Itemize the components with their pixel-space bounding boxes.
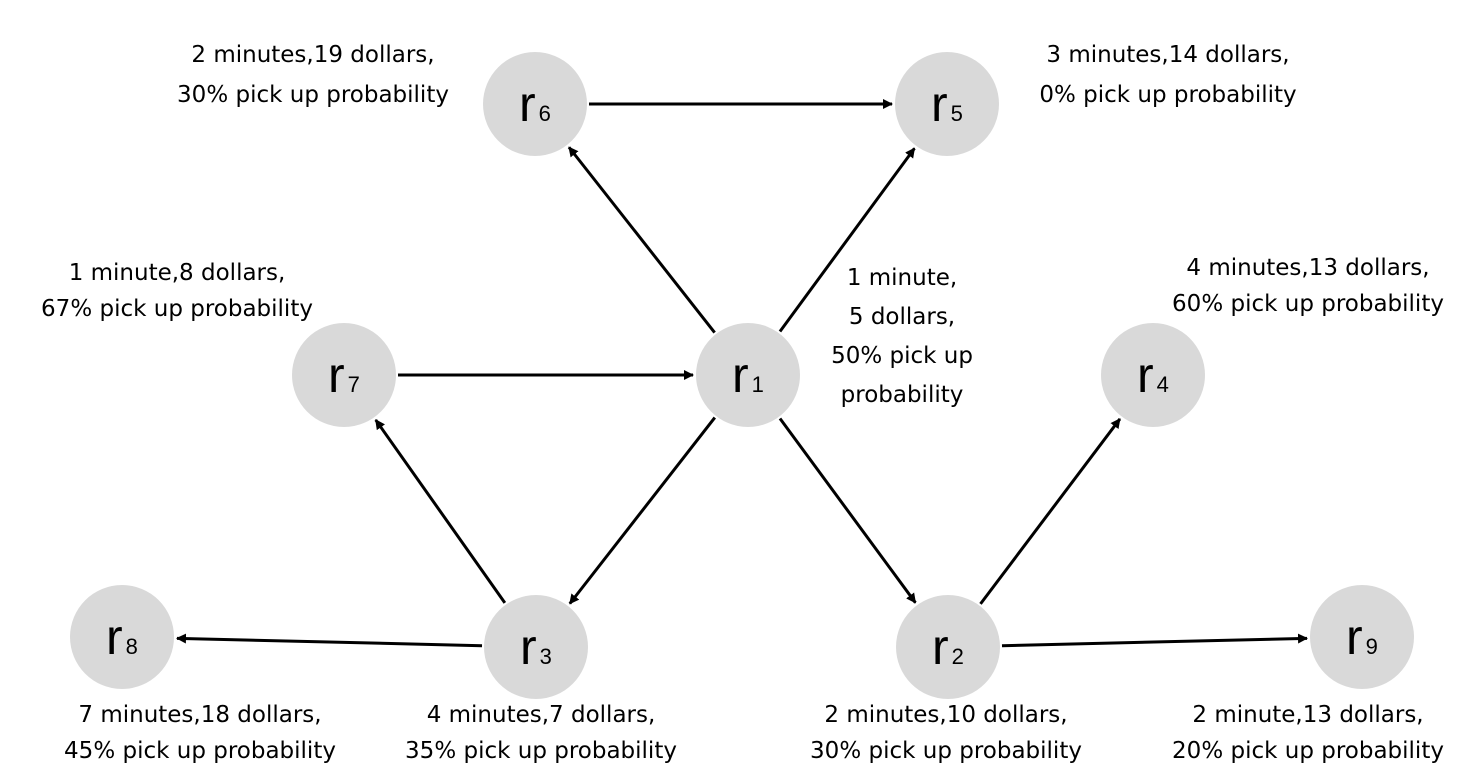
node-letter: r <box>932 619 949 675</box>
edge-r3-to-r7 <box>374 419 507 604</box>
edge-r1-to-r5 <box>778 147 916 333</box>
node-label-line: 20% pick up probability <box>1172 738 1444 764</box>
node-subscript: 3 <box>540 644 552 669</box>
node-label-line: probability <box>841 382 964 408</box>
node-label-line: 1 minute, <box>847 265 957 291</box>
node-label-line: 4 minutes,7 dollars, <box>427 702 656 728</box>
node-label-r3: 4 minutes,7 dollars, 35% pick up probabil… <box>405 702 677 764</box>
node-label-line: 60% pick up probability <box>1172 291 1444 317</box>
node-letter: r <box>328 347 345 403</box>
edge-r3-to-r8 <box>175 633 483 648</box>
node-label-line: 5 dollars, <box>849 304 955 330</box>
node-circle-r8 <box>70 585 174 689</box>
node-letter: r <box>1137 347 1154 403</box>
node-label-line: 45% pick up probability <box>64 738 336 764</box>
node-subscript: 6 <box>539 101 551 126</box>
node-circle-r2 <box>896 595 1000 699</box>
node-label-line: 7 minutes,18 dollars, <box>78 702 321 728</box>
node-label-line: 50% pick up <box>831 343 973 369</box>
node-label-line: 3 minutes,14 dollars, <box>1046 42 1289 68</box>
node-label-line: 30% pick up probability <box>810 738 1082 764</box>
node-label-line: 35% pick up probability <box>405 738 677 764</box>
edge-r1-to-r6 <box>567 146 716 334</box>
node-subscript: 7 <box>348 372 360 397</box>
node-label-line: 1 minute,8 dollars, <box>69 260 286 286</box>
node-label-line: 0% pick up probability <box>1039 82 1296 108</box>
node-circle-r3 <box>484 595 588 699</box>
edge-r1-to-r3 <box>568 416 716 605</box>
node-circle-r5 <box>895 52 999 156</box>
node-label-r5: 3 minutes,14 dollars, 0% pick up probabil… <box>1039 42 1296 108</box>
node-subscript: 5 <box>951 101 963 126</box>
node-subscript: 9 <box>1366 634 1378 659</box>
node-circle-r6 <box>483 52 587 156</box>
node-labels: 1 minute, 5 dollars, 50% pick up probabilit… <box>41 42 1444 764</box>
node-letter: r <box>519 76 536 132</box>
node-circle-r1 <box>696 323 800 427</box>
node-subscript: 1 <box>752 372 764 397</box>
node-circle-r9 <box>1310 585 1414 689</box>
node-label-r1: 1 minute, 5 dollars, 50% pick up probabilit… <box>831 265 973 408</box>
node-label-line: 2 minutes,19 dollars, <box>191 42 434 68</box>
node-letter: r <box>732 347 749 403</box>
node-subscript: 8 <box>126 634 138 659</box>
edge-r2-to-r4 <box>979 418 1122 605</box>
edge-r1-to-r2 <box>778 417 917 604</box>
edges <box>175 99 1309 648</box>
node-label-r8: 7 minutes,18 dollars, 45% pick up probabi… <box>64 702 336 764</box>
node-label-r7: 1 minute,8 dollars, 67% pick up probabili… <box>41 260 313 322</box>
node-letter: r <box>931 76 948 132</box>
node-label-r2: 2 minutes,10 dollars, 30% pick up probabi… <box>810 702 1082 764</box>
node-label-r9: 2 minute,13 dollars, 20% pick up probabil… <box>1172 702 1444 764</box>
node-letter: r <box>520 619 537 675</box>
node-circle-r4 <box>1101 323 1205 427</box>
node-letter: r <box>106 609 123 665</box>
node-subscript: 2 <box>952 644 964 669</box>
node-label-line: 30% pick up probability <box>177 82 449 108</box>
node-letter: r <box>1346 609 1363 665</box>
node-label-line: 2 minute,13 dollars, <box>1192 702 1423 728</box>
node-subscript: 4 <box>1157 372 1169 397</box>
node-label-r4: 4 minutes,13 dollars, 60% pick up probabi… <box>1172 255 1444 317</box>
node-label-r6: 2 minutes,19 dollars, 30% pick up probabi… <box>177 42 449 108</box>
node-circle-r7 <box>292 323 396 427</box>
node-label-line: 2 minutes,10 dollars, <box>824 702 1067 728</box>
node-label-line: 4 minutes,13 dollars, <box>1186 255 1429 281</box>
node-label-line: 67% pick up probability <box>41 296 313 322</box>
edge-r2-to-r9 <box>1001 633 1309 648</box>
